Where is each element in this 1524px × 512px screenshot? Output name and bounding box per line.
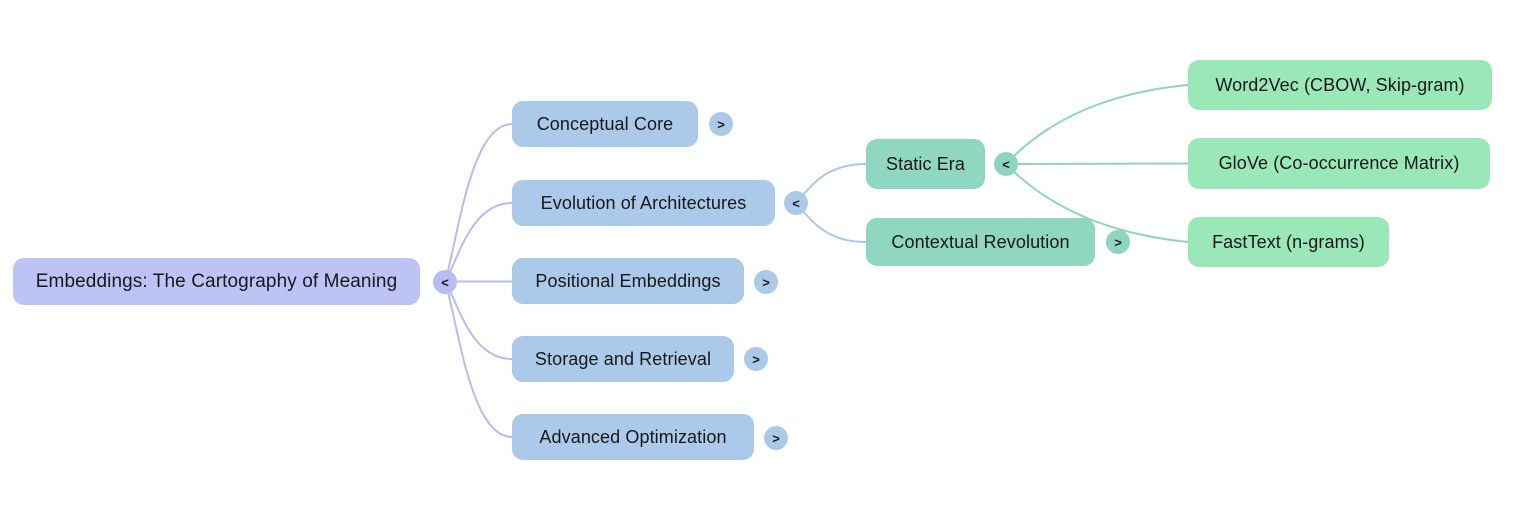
node-word2vec[interactable]: Word2Vec (CBOW, Skip-gram) — [1188, 60, 1492, 110]
expand-button-contextual-revolution[interactable]: > — [1106, 230, 1130, 254]
edge-root-conceptual-core — [444, 123, 513, 282]
expand-button-positional-embeddings[interactable]: > — [754, 270, 778, 294]
node-advanced-optimization[interactable]: Advanced Optimization — [512, 414, 754, 460]
expand-button-conceptual-core[interactable]: > — [709, 112, 733, 136]
edge-static-word2vec — [1005, 84, 1189, 165]
collapse-button-static-era[interactable]: < — [994, 152, 1018, 176]
collapse-button-evolution[interactable]: < — [784, 191, 808, 215]
edge-root-advanced — [444, 281, 513, 438]
chevron-left-icon: < — [441, 274, 449, 290]
expand-button-advanced-optimization[interactable]: > — [764, 426, 788, 450]
node-conceptual-core[interactable]: Conceptual Core — [512, 101, 698, 147]
node-fasttext[interactable]: FastText (n-grams) — [1188, 217, 1389, 267]
node-label: Contextual Revolution — [891, 231, 1070, 252]
chevron-right-icon: > — [1114, 234, 1122, 250]
edge-static-fasttext — [1005, 163, 1189, 243]
node-label: Static Era — [885, 153, 966, 174]
node-label: Advanced Optimization — [539, 426, 727, 447]
expand-button-storage-and-retrieval[interactable]: > — [744, 347, 768, 371]
chevron-right-icon: > — [762, 274, 770, 290]
node-label: Embeddings: The Cartography of Meaning — [35, 270, 398, 292]
chevron-right-icon: > — [752, 351, 760, 367]
chevron-left-icon: < — [1002, 156, 1010, 172]
node-label: Positional Embeddings — [535, 270, 721, 291]
node-evolution-of-architectures[interactable]: Evolution of Architectures — [512, 180, 775, 226]
edge-static-glove — [1005, 162, 1189, 165]
node-label: FastText (n-grams) — [1212, 231, 1365, 252]
node-positional-embeddings[interactable]: Positional Embeddings — [512, 258, 744, 304]
node-label: Conceptual Core — [536, 113, 674, 134]
node-contextual-revolution[interactable]: Contextual Revolution — [866, 218, 1095, 266]
edge-evolution-contextual — [795, 202, 867, 243]
node-label: GloVe (Co-occurrence Matrix) — [1218, 153, 1460, 173]
node-static-era[interactable]: Static Era — [866, 139, 985, 189]
node-glove[interactable]: GloVe (Co-occurrence Matrix) — [1188, 138, 1490, 189]
node-storage-and-retrieval[interactable]: Storage and Retrieval — [512, 336, 734, 382]
node-label: Word2Vec (CBOW, Skip-gram) — [1215, 74, 1465, 95]
node-embeddings-root[interactable]: Embeddings: The Cartography of Meaning — [13, 258, 420, 305]
chevron-right-icon: > — [772, 430, 780, 446]
node-label: Storage and Retrieval — [534, 348, 712, 369]
collapse-button-root[interactable]: < — [433, 270, 457, 294]
chevron-right-icon: > — [717, 116, 725, 132]
node-label: Evolution of Architectures — [540, 192, 747, 213]
chevron-left-icon: < — [792, 195, 800, 211]
